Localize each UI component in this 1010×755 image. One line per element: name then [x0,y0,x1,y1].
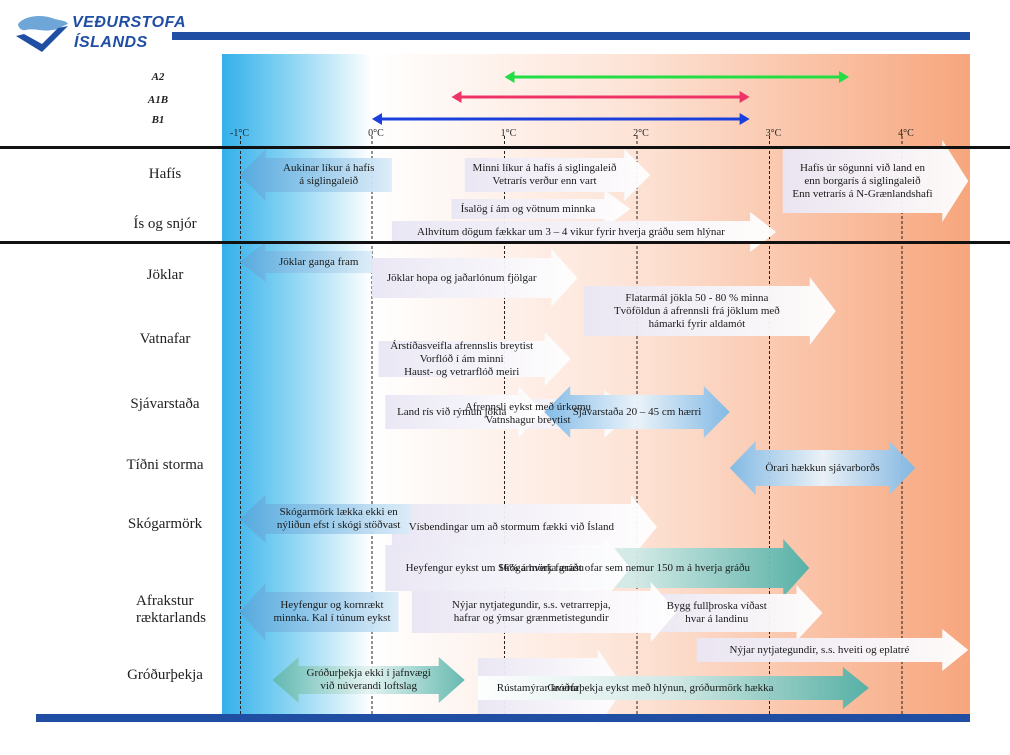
tick-label: 3°C [765,128,782,139]
scenario-label-a1b: A1B [147,94,169,106]
impact-text: Árstíðasveifla afrennslis breytist Vorfl… [390,339,534,378]
impact-text: Rústamýrar hverfa [496,681,579,694]
impact-arrow [696,629,969,671]
impact-arrow [584,277,836,345]
impact-arrow [239,583,399,641]
impact-arrow [729,441,916,495]
impact-arrow [239,495,412,543]
impact-text: Örari hækkun sjávarborðs [765,461,880,474]
logo: VEÐURSTOFA ÍSLANDS [14,12,186,56]
row-label-afrakstur: Afrakstur ræktarlands [136,593,206,626]
impact-arrow [411,582,677,642]
row-label-hafis: Hafís [148,166,182,182]
impact-text: Skógarmörk lækka ekki en nýliðun efst í … [276,506,401,531]
impact-text: Bygg fullþroska víðast hvar á landinu [666,600,767,625]
impact-text: Gróðurþekja eykst með hlýnun, gróðurmörk… [547,681,774,694]
row-label-is-og-snjor: Ís og snjór [133,216,197,232]
impact-text: Jöklar hopa og jaðarlónum fjölgar [386,271,537,284]
impact-text: Nýjar nytjategundir, s.s. hveiti og epla… [729,643,910,656]
impact-text: Aukinar líkur á hafís á siglingaleið [283,162,375,187]
impact-text: Hafís úr sögunni við land en enn borgarí… [792,161,933,200]
impact-text: Vísbendingar um að stormum fækki við Ísl… [408,520,615,533]
logo-title: VEÐURSTOFA [72,14,187,31]
row-label-grodurthekja: Gróðurþekja [127,667,203,683]
scenario-label-b1: B1 [151,114,165,126]
scenario-arrow-head-left [504,71,515,83]
scenario-arrow-head-right [739,91,750,103]
impact-arrow [378,332,571,386]
impact-text: Land rís við rýmun jökla [397,405,507,418]
row-label-joklar: Jöklar [146,267,184,283]
header-rule [172,32,970,40]
impact-arrow [372,249,578,307]
footer-rule [36,714,970,722]
iceland-logo-icon [16,16,68,52]
impact-arrow [782,140,969,222]
tick-label: 4°C [898,128,914,139]
row-label-skogarmork: Skógarmörk [127,516,203,532]
impact-text: Ísalög í ám og vötnum minnka [460,202,596,215]
row-label-vatnafar: Vatnafar [139,331,191,347]
tick-label: 1°C [500,128,517,139]
impact-arrow [478,667,869,709]
impact-arrow [385,536,631,600]
impact-text: Afrennsli eykst með úrkomu Vatnshagur br… [464,401,592,426]
scenario-arrow-head-right [839,71,849,83]
row-label-tidni-storma: Tíðni storma [126,457,204,473]
impact-arrow [272,657,465,703]
impact-arrow [451,190,631,228]
impact-text: Heyfengur eykst um 16% á hverja gráðu [405,561,584,574]
impact-arrow [239,242,372,282]
impact-text: Nýjar nytjategundir, s.s. vetrarrepja, h… [451,599,611,624]
scenario-arrow-head-left [451,91,462,103]
impact-text: Jöklar ganga fram [279,255,359,268]
impact-arrow [544,386,730,438]
section-divider-top [0,146,1010,149]
impact-text: Minni líkur á hafís á siglingaleið Vetra… [472,162,617,187]
scenario-label-a2: A2 [151,71,165,83]
impact-arrow [385,386,545,438]
impact-text: Flatarmál jökla 50 - 80 % minna Tvöföldu… [613,291,780,330]
logo-subtitle: ÍSLANDS [74,34,148,51]
tick-label: -1°C [230,128,249,139]
scenario-arrow-head-left [372,113,382,125]
impact-arrow [391,495,657,559]
section-divider-bottom [0,241,1010,244]
impact-arrow [637,585,823,641]
tick-label: 0°C [368,128,384,139]
impact-text: Sjávarstaða 20 – 45 cm hærri [572,405,702,418]
impact-arrow [464,149,651,201]
tick-label: 2°C [633,128,649,139]
impact-text: Alhvítum dögum fækkar um 3 – 4 vikur fyr… [417,225,725,238]
impact-arrow [239,149,392,201]
impact-text: Heyfengur og kornrækt minnka. Kal í túnu… [273,599,391,624]
scenario-arrow-head-right [739,113,750,125]
impact-text: Skógarmörk færast ofar sem nemur 150 m á… [497,561,750,574]
row-label-sjavarstada: Sjávarstaða [130,396,200,412]
impact-text: Gróðurþekja ekki í jafnvægi við núverand… [306,667,431,692]
